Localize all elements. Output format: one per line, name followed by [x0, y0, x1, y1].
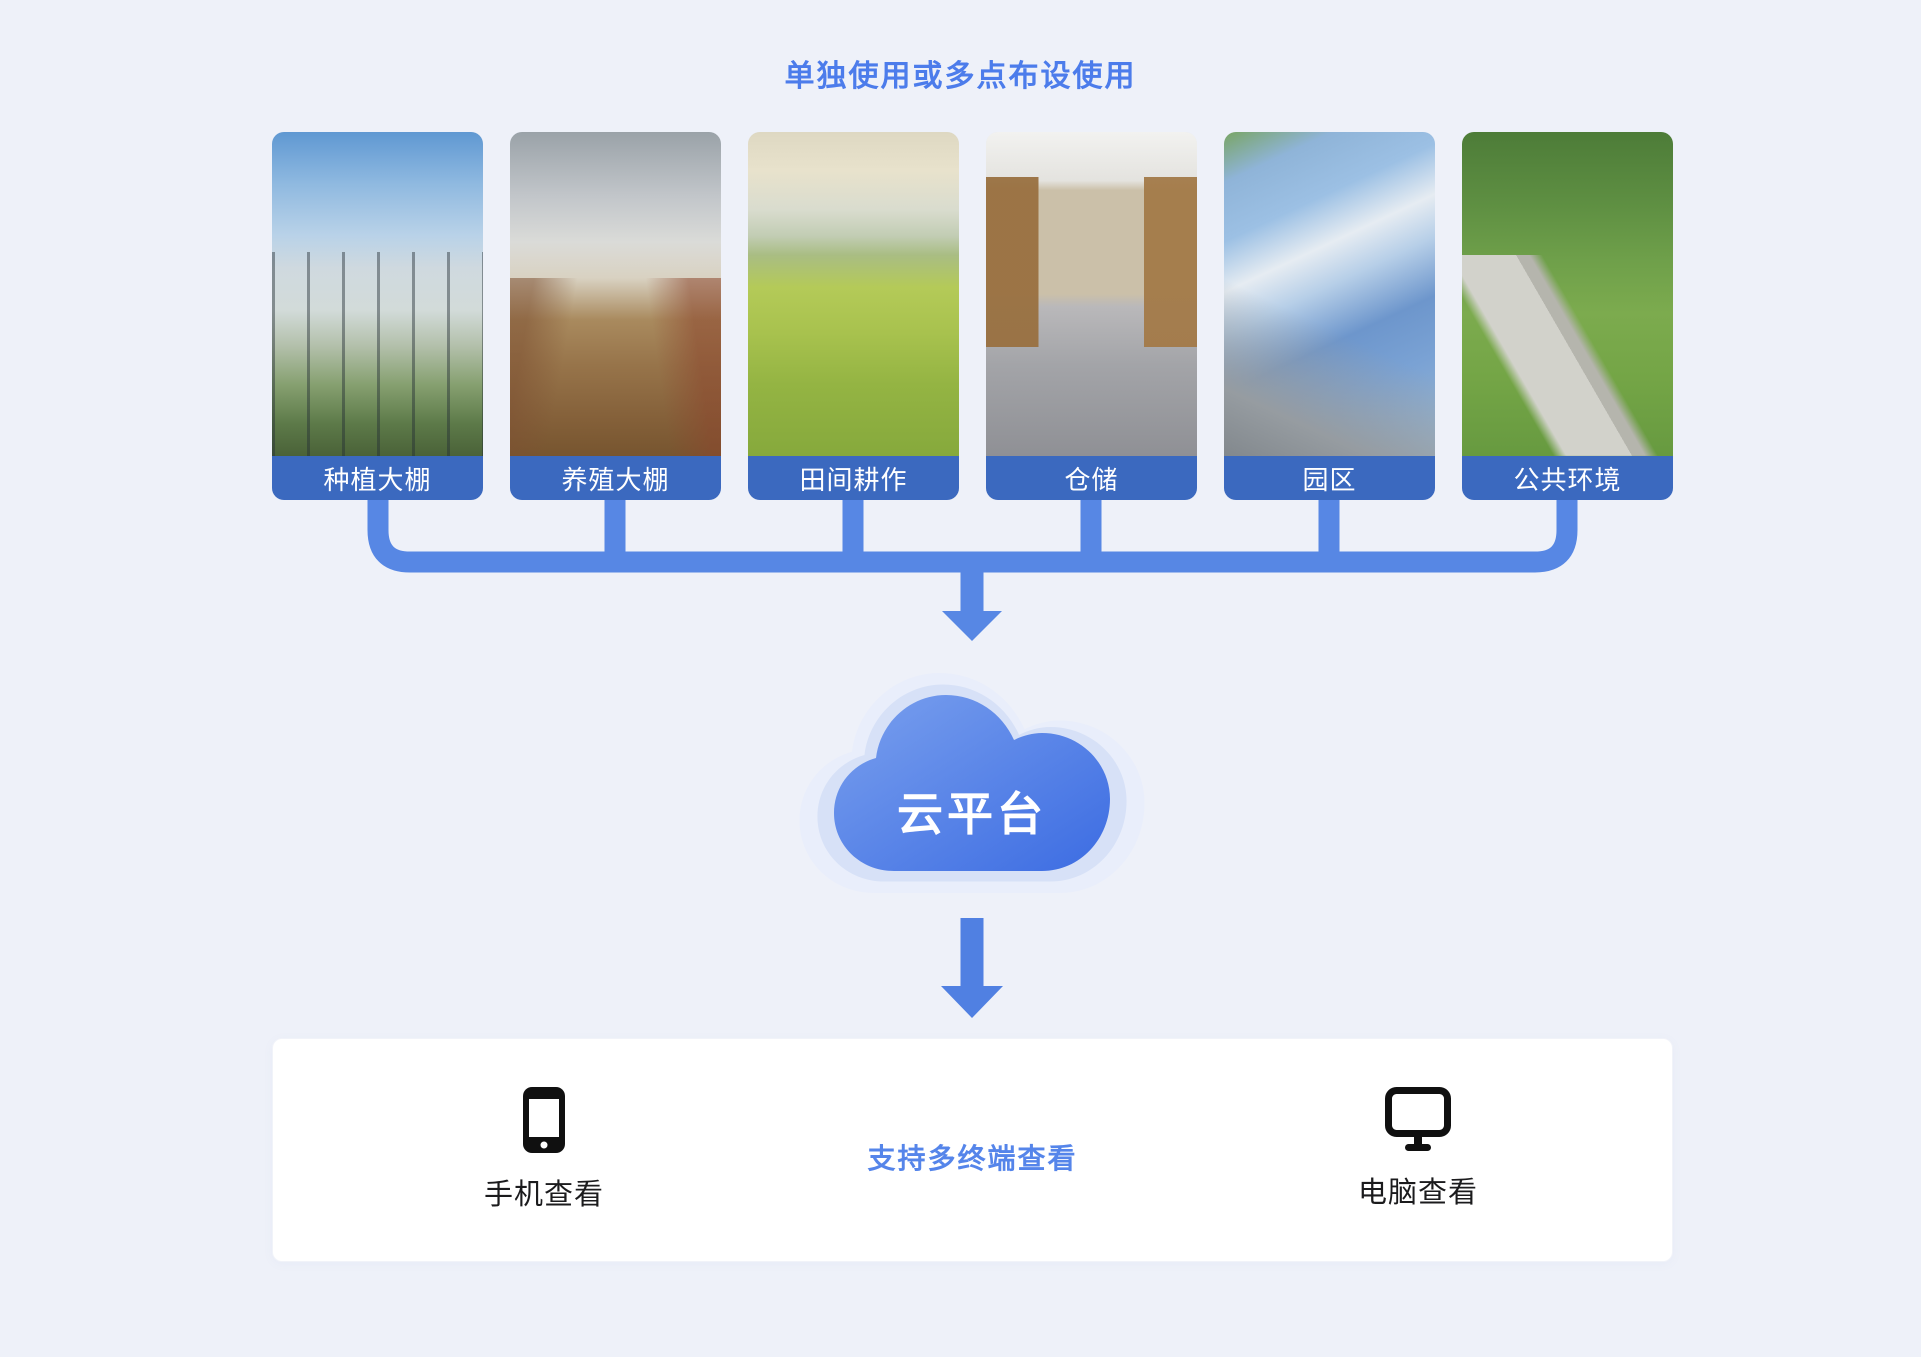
connector-tree — [367, 500, 1578, 641]
scene-card-warehouse: 仓储 — [986, 132, 1197, 500]
scene-cards-row: 种植大棚 养殖大棚 田间耕作 仓储 园区 公共环境 — [272, 132, 1673, 500]
terminal-label: 电脑查看 — [1357, 1177, 1478, 1209]
scene-card-greenhouse: 种植大棚 — [272, 132, 483, 500]
scene-card-label: 仓储 — [986, 456, 1197, 500]
cloud-platform: 云平台 — [790, 644, 1154, 914]
down-arrow-icon — [942, 570, 1002, 641]
scene-card-label: 公共环境 — [1462, 456, 1673, 500]
public-environment-photo — [1462, 132, 1673, 456]
field-farming-photo — [748, 132, 959, 456]
scene-card-industrial-park: 园区 — [1224, 132, 1435, 500]
terminal-phone: 手机查看 — [469, 1087, 619, 1213]
scene-card-public-environment: 公共环境 — [1462, 132, 1673, 500]
panel-heading: 支持多终端查看 — [867, 1143, 1078, 1174]
industrial-park-photo — [1224, 132, 1435, 456]
terminal-panel: 手机查看 支持多终端查看 电脑查看 — [272, 1038, 1673, 1262]
scene-card-label: 养殖大棚 — [510, 456, 721, 500]
scene-card-label: 园区 — [1224, 456, 1435, 500]
scene-card-field-farming: 田间耕作 — [748, 132, 959, 500]
scene-card-livestock-barn: 养殖大棚 — [510, 132, 721, 500]
down-arrow-icon — [941, 918, 1003, 1018]
terminal-label: 手机查看 — [483, 1179, 604, 1211]
page-title: 单独使用或多点布设使用 — [784, 60, 1137, 93]
smartphone-icon — [523, 1087, 565, 1153]
cloud-platform-label: 云平台 — [897, 788, 1047, 840]
scene-card-label: 种植大棚 — [272, 456, 483, 500]
livestock-barn-photo — [510, 132, 721, 456]
greenhouse-photo — [272, 132, 483, 456]
terminal-pc: 电脑查看 — [1343, 1087, 1493, 1211]
warehouse-photo — [986, 132, 1197, 456]
monitor-icon — [1385, 1087, 1451, 1151]
cloud-shape — [799, 673, 1145, 893]
scene-card-label: 田间耕作 — [748, 456, 959, 500]
